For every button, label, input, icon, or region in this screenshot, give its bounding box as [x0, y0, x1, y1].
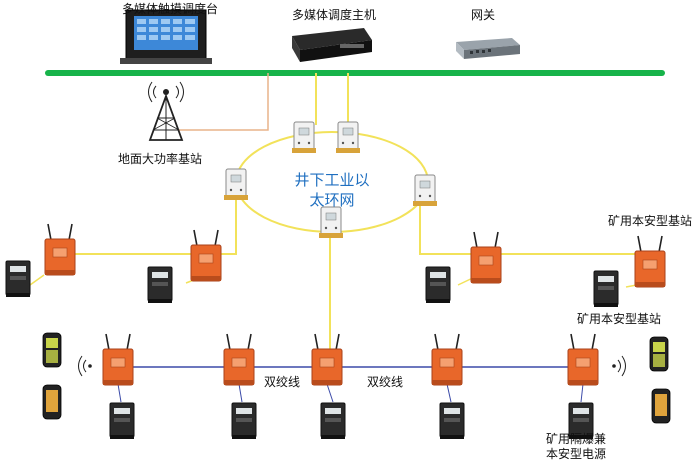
ring-switch-icon — [318, 206, 344, 239]
dispatch-host-icon — [292, 28, 372, 62]
power-supply-icon — [109, 402, 135, 440]
base-station-icon — [634, 235, 666, 288]
power-supply-icon — [439, 402, 465, 440]
gateway-icon — [456, 38, 520, 59]
base-station-icon — [311, 333, 343, 386]
power-label: 矿用隔爆兼 本安型电源 — [546, 432, 606, 462]
power-supply-icon — [147, 266, 173, 304]
ring-switch-icon — [335, 121, 361, 154]
ring-switch-icon — [291, 121, 317, 154]
mine-phone-icon — [42, 384, 62, 420]
power-supply-icon — [320, 402, 346, 440]
ring-label-line1: 井下工业以 — [294, 171, 370, 189]
ground-link — [178, 73, 269, 131]
base-station-icon — [102, 333, 134, 386]
base-station-icon — [470, 231, 502, 284]
tower-icon — [148, 81, 184, 141]
bottom-power-links — [117, 383, 584, 403]
power-label-line2: 本安型电源 — [546, 447, 607, 461]
base-station-icon — [44, 223, 76, 276]
base-station-icon — [190, 229, 222, 282]
mine-station-label-a: 矿用本安型基站 — [608, 214, 693, 228]
signal-icon — [78, 355, 93, 377]
mine-station-label-b: 矿用本安型基站 — [577, 312, 662, 326]
ground-station-label: 地面大功率基站 — [118, 152, 203, 166]
twisted-pair-label-a: 双绞线 — [264, 375, 301, 389]
power-supply-icon — [593, 270, 619, 308]
mine-phone-icon — [42, 332, 62, 368]
mine-phone-icon — [651, 388, 671, 424]
host-label: 多媒体调度主机 — [292, 8, 377, 22]
fiber-left-branch — [60, 186, 237, 255]
power-supply-icon — [231, 402, 257, 440]
base-station-icon — [223, 333, 255, 386]
ring-switch-icon — [223, 168, 249, 201]
ring-label: 井下工业以 太环网 — [290, 170, 374, 210]
console-label: 多媒体触摸调度台 — [122, 2, 219, 16]
touch-console-icon — [120, 9, 212, 64]
twisted-pair-label-b: 双绞线 — [367, 375, 404, 389]
signal-icon — [611, 355, 626, 377]
ring-switch-icon — [412, 174, 438, 207]
station-power-links — [29, 274, 643, 288]
mine-phone-icon — [649, 336, 669, 372]
base-station-icon — [431, 333, 463, 386]
gateway-label: 网关 — [471, 8, 496, 22]
power-label-line1: 矿用隔爆兼 — [546, 432, 607, 446]
power-supply-icon — [5, 260, 31, 298]
ring-label-line2: 太环网 — [309, 191, 355, 209]
fiber-right-branch — [419, 186, 650, 255]
base-station-icon — [567, 333, 599, 386]
power-supply-icon — [425, 266, 451, 304]
